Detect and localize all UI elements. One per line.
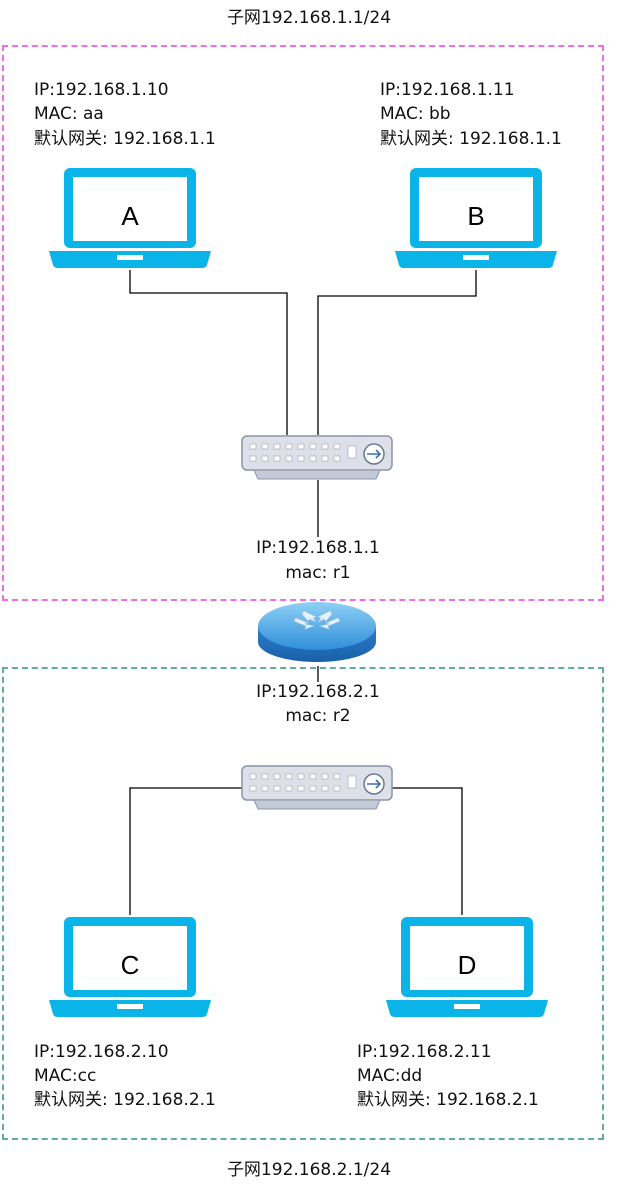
host-b-laptop: B [393, 165, 559, 269]
host-a-name: A [121, 201, 139, 231]
host-c-ip: IP:192.168.2.10 [34, 1042, 169, 1062]
host-b-gateway: 默认网关: 192.168.1.1 [380, 129, 562, 149]
switch-1 [240, 434, 396, 480]
wire-b-switch1 [317, 270, 477, 435]
wire-switch2-c [129, 787, 242, 915]
switch-icon [241, 435, 393, 480]
subnet-2-box [2, 667, 604, 1140]
host-c-mac: MAC:cc [34, 1066, 97, 1086]
host-b-name: B [467, 201, 485, 231]
wire-a-switch1 [129, 270, 288, 435]
host-d-ip: IP:192.168.2.11 [357, 1042, 492, 1062]
host-a-mac: MAC: aa [34, 104, 104, 124]
router-icon [258, 602, 376, 662]
router-if1-mac: mac: r1 [285, 563, 351, 583]
host-c-laptop: C [47, 914, 213, 1018]
switch-2 [240, 764, 396, 810]
laptop-icon [49, 168, 211, 268]
router-if1-ip: IP:192.168.1.1 [256, 538, 380, 558]
subnet-1-title: 子网192.168.1.1/24 [226, 8, 392, 28]
host-a-gateway: 默认网关: 192.168.1.1 [34, 129, 216, 149]
router-if2-ip: IP:192.168.2.1 [256, 682, 380, 702]
wire-switch2-d [392, 787, 463, 915]
laptop-icon [395, 168, 557, 268]
subnet-2-title: 子网192.168.2.1/24 [226, 1160, 392, 1180]
host-d-name: D [457, 950, 477, 980]
host-a-laptop: A [47, 165, 213, 269]
switch-icon [241, 765, 393, 810]
router-if2-mac: mac: r2 [285, 706, 351, 726]
host-c-gateway: 默认网关: 192.168.2.1 [34, 1090, 216, 1110]
host-d-laptop: D [384, 914, 550, 1018]
subnet-1-box [2, 45, 604, 601]
host-a-ip: IP:192.168.1.10 [34, 80, 169, 100]
host-d-gateway: 默认网关: 192.168.2.1 [357, 1090, 539, 1110]
host-b-mac: MAC: bb [380, 104, 451, 124]
host-b-ip: IP:192.168.1.11 [380, 80, 515, 100]
laptop-icon [386, 917, 548, 1017]
router [256, 596, 378, 664]
laptop-icon [49, 917, 211, 1017]
host-d-mac: MAC:dd [357, 1066, 423, 1086]
host-c-name: C [120, 950, 140, 980]
